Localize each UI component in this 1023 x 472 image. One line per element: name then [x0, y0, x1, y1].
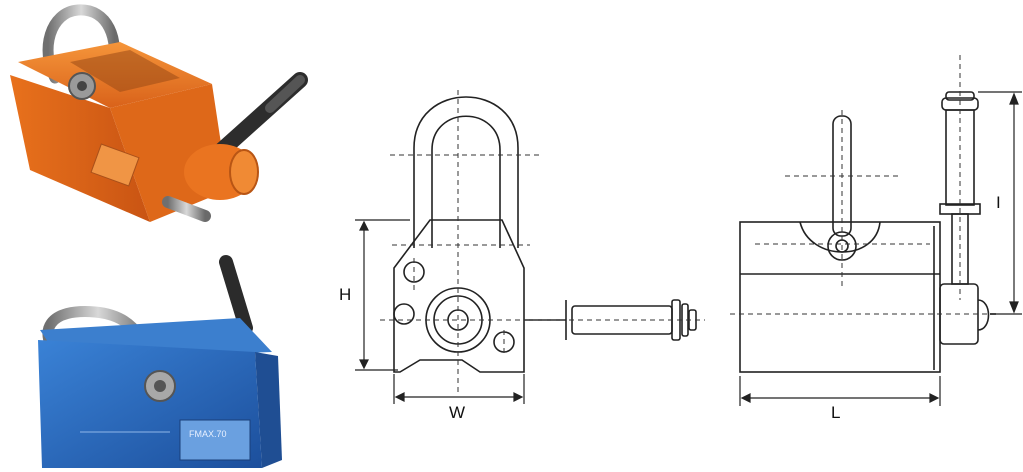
side-view-centerlines	[730, 55, 1005, 315]
body-outline	[393, 219, 525, 373]
front-view-drawing	[393, 96, 697, 373]
hole-lower	[393, 303, 415, 325]
side-view-dimensions	[739, 91, 1022, 406]
shackle-inner	[431, 115, 501, 248]
front-view-centerlines	[380, 90, 705, 395]
dimension-label-i: I	[996, 193, 1001, 212]
magnet-plate-text: FMAX.70	[189, 429, 227, 439]
orange-lifting-magnet-photo	[10, 4, 308, 222]
blue-lifting-magnet-photo: FMAX.70	[38, 255, 286, 468]
side-view-drawing	[739, 91, 996, 373]
dimension-label-l: L	[831, 403, 840, 422]
shackle-outline	[413, 96, 519, 248]
front-view-dimensions	[355, 219, 525, 404]
dimension-label-h: H	[339, 285, 351, 304]
dimension-label-w: W	[449, 403, 465, 422]
